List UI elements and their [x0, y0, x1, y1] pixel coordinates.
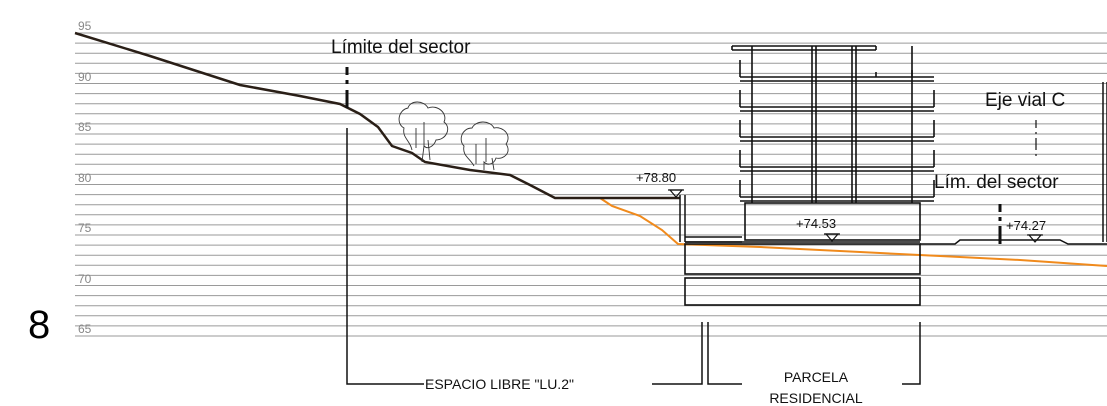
tree-icon [398, 101, 509, 171]
zone-bracket-plot [707, 322, 921, 385]
road-axis-label: Eje vial C [985, 90, 1065, 111]
elevation-label-75: 75 [78, 221, 92, 235]
elevation-label-90: 90 [78, 70, 92, 84]
elevation-label-95: 95 [78, 19, 92, 33]
level-marker-7880: +78.80 [636, 170, 684, 198]
zone-label-plot-line2: RESIDENCIAL [769, 390, 863, 406]
level-label-7427: +74.27 [1006, 218, 1046, 233]
level-label-7453: +74.53 [796, 216, 836, 231]
elevation-label-70: 70 [78, 272, 92, 286]
sector-limit-short-label: Lím. del sector [934, 172, 1059, 193]
original-terrain-line [599, 197, 1107, 267]
elevation-label-85: 85 [78, 120, 92, 134]
terrain-profile-line [74, 31, 680, 200]
elevation-label-80: 80 [78, 171, 92, 185]
zone-bracket-open-space [346, 128, 703, 385]
elevation-label-65: 65 [78, 322, 92, 336]
zone-label-plot-line1: PARCELA [784, 369, 849, 385]
level-marker-7453: +74.53 [796, 216, 840, 242]
level-label-7880: +78.80 [636, 170, 676, 185]
road-section [920, 82, 1107, 245]
zone-label-open-space: ESPACIO LIBRE "LU.2" [425, 376, 574, 392]
elevation-labels: 95 90 85 80 75 70 65 [78, 19, 92, 336]
level-marker-7427: +74.27 [1006, 218, 1046, 243]
residential-building [684, 45, 935, 306]
section-number: 8 [28, 303, 50, 347]
sector-limit-label: Límite del sector [331, 37, 471, 58]
